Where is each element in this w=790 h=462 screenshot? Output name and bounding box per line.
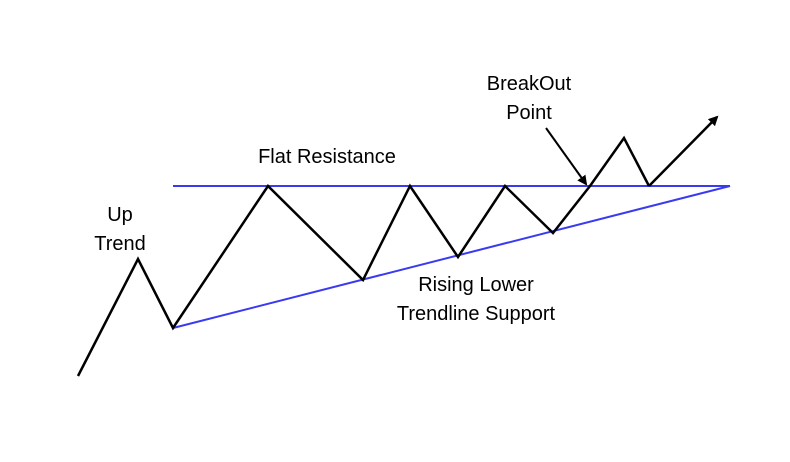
breakout-label-line2: Point	[506, 102, 552, 124]
breakout-point-label: BreakOut Point	[487, 70, 571, 128]
price-path	[76, 135, 651, 377]
up-trend-label-line1: Up	[107, 204, 133, 226]
breakout-label-line1: BreakOut	[486, 73, 572, 95]
rising-support-label: Rising Lower Trendline Support	[397, 271, 555, 329]
breakout-pointer-arrow	[545, 127, 588, 186]
up-trend-label: Up Trend	[94, 201, 146, 259]
rising-support-label-line1: Rising Lower	[418, 274, 534, 296]
breakout-continuation-arrow	[648, 115, 719, 187]
flat-resistance-label: Flat Resistance	[258, 146, 396, 168]
up-trend-label-line2: Trend	[94, 233, 146, 255]
rising-support-line	[172, 185, 731, 329]
rising-support-label-line2: Trendline Support	[396, 303, 556, 325]
